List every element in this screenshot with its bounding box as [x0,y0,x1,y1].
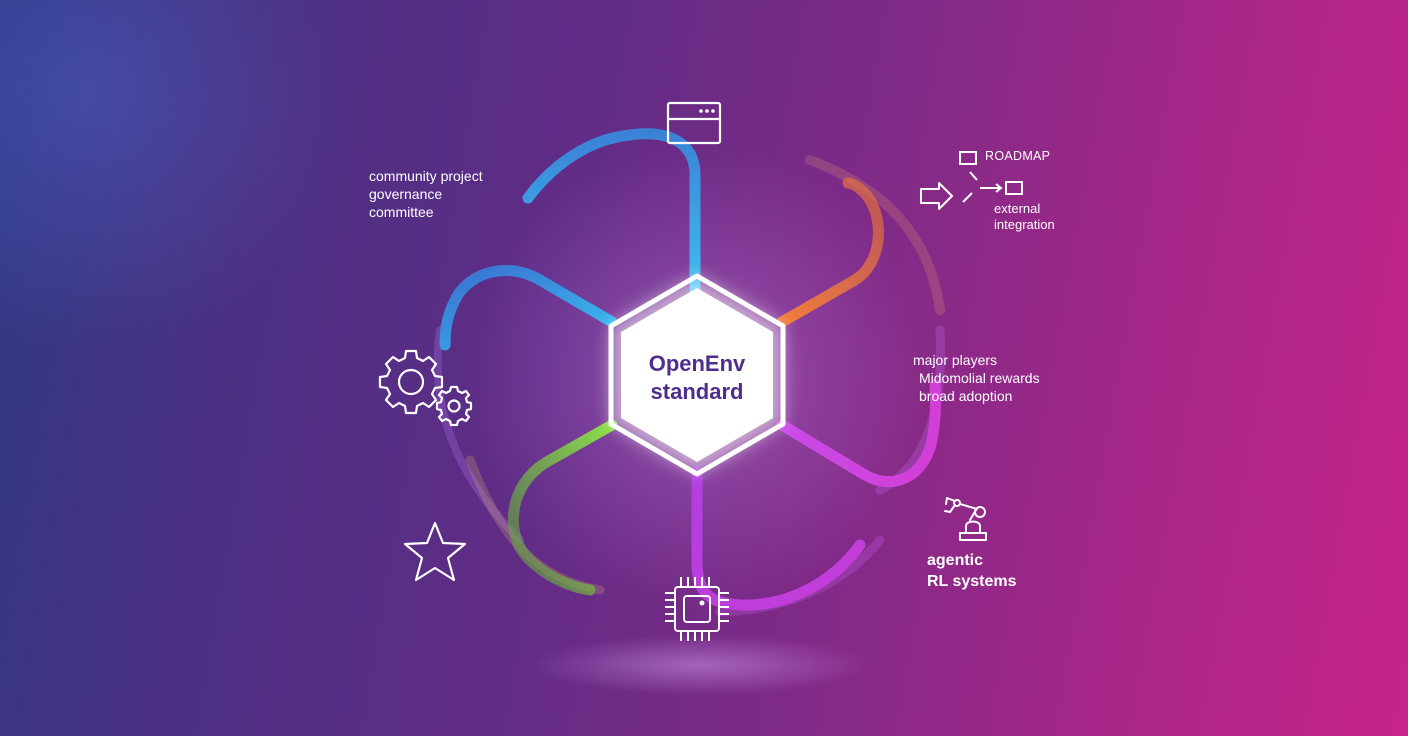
spoke-bottom-left [507,419,618,596]
spoke-top-left [439,264,618,351]
chip-icon [665,577,729,641]
external-integration-label: external integration [994,201,1055,233]
hub-title-line2: standard [650,379,744,404]
spoke-bottom [691,466,866,611]
agentic-label: agentic RL systems [927,550,1017,592]
gears-icon [378,349,473,427]
external-line-2: integration [994,217,1055,232]
governance-line-1: community project [369,168,483,184]
spokes [439,128,942,611]
players-line-3: broad adoption [919,388,1013,404]
players-line-2: Midomolial rewards [919,370,1040,386]
players-label: major players Midomolial rewards broad a… [913,351,1040,405]
players-line-1: major players [913,352,998,368]
hub-title: OpenEnv standard [612,350,782,406]
roadmap-label: ROADMAP [985,149,1051,163]
browser-window-icon [666,101,722,145]
governance-line-2: governance [369,186,443,202]
agentic-line-1: agentic [927,552,984,569]
spoke-top [522,128,701,306]
external-line-1: external [994,201,1041,216]
agentic-line-2: RL systems [927,573,1017,590]
spoke-bottom-right [776,379,942,488]
governance-line-3: committee [369,204,434,220]
governance-label: community project governance committee [369,167,483,221]
robot-arm-icon [944,497,987,541]
roadmap-diagram-icon [920,151,1023,210]
hub-title-line1: OpenEnv [648,351,746,376]
star-icon [403,521,467,582]
spoke-top-right [776,177,884,328]
hub-hexagon [608,273,786,477]
